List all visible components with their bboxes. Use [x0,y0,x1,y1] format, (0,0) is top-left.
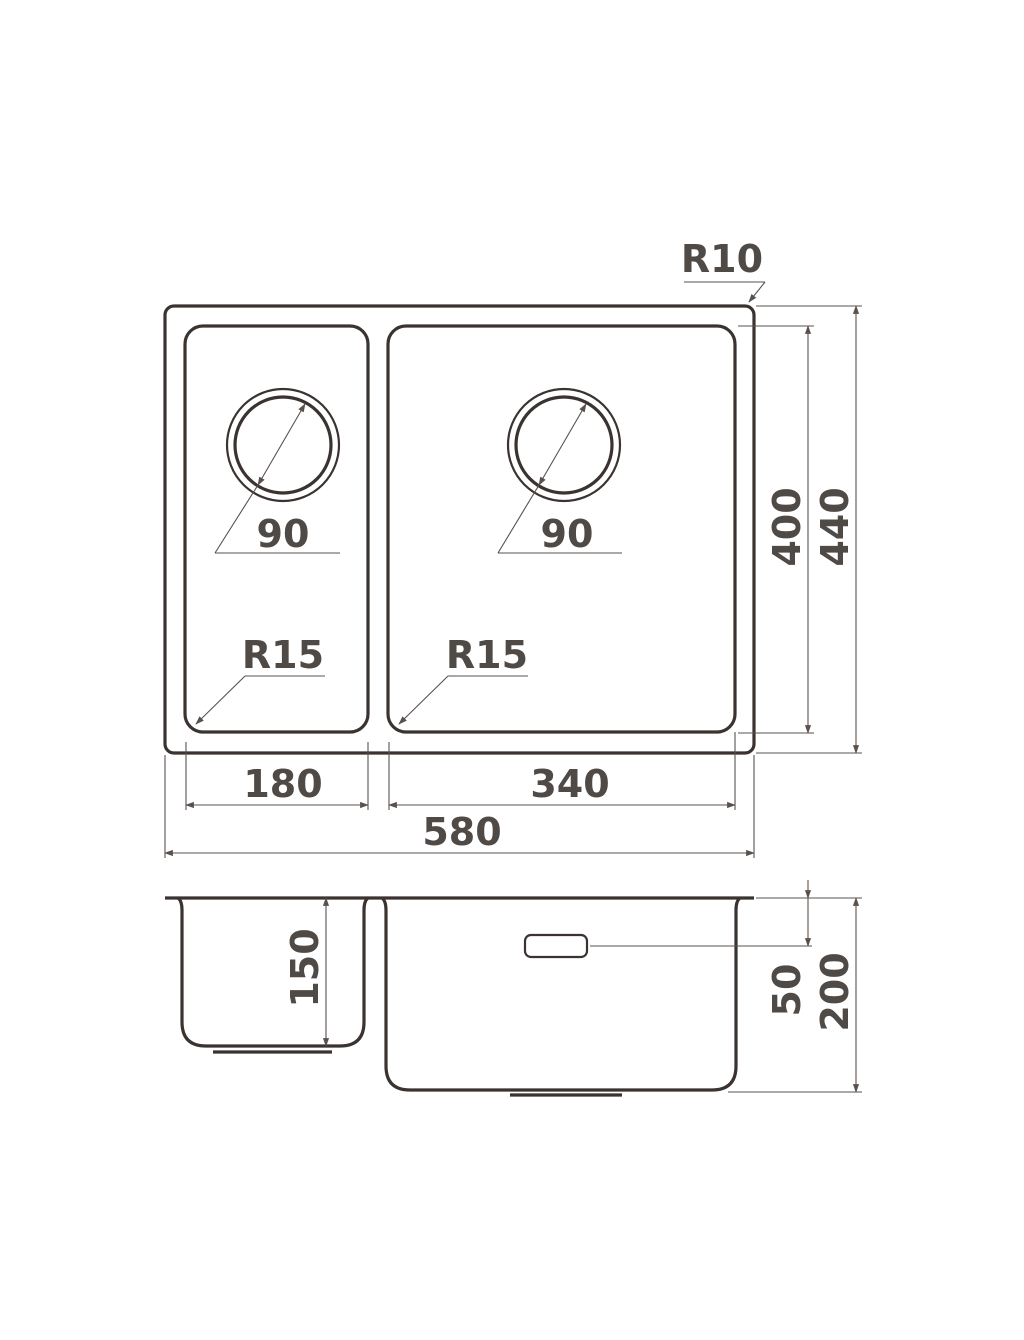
length-extension-lines [738,305,862,754]
large-bowl-corner-radius-label: R15 [446,633,528,677]
small-bowl-corner-radius-label: R15 [242,633,324,677]
large-bowl-radius-leader [398,675,528,725]
small-bowl-section [176,896,370,1048]
small-bowl-depth-label: 150 [283,928,327,1007]
section-view: 150 50 200 [165,880,862,1097]
large-bowl-section [380,896,742,1092]
small-bowl-drain [214,387,341,554]
total-width-label: 580 [422,810,501,854]
rim-corner-radius-label: R10 [681,237,763,281]
width-extension-lines [164,732,755,858]
large-bowl-outline [386,324,737,734]
rim-radius-leader [684,281,766,303]
overflow-slot [523,933,589,959]
plan-view: 90 90 R15 R15 R10 [163,237,862,858]
large-bowl-depth-label: 200 [813,952,857,1031]
small-bowl-outline [183,324,370,734]
total-length-label: 440 [813,487,857,566]
small-drain-diameter-label: 90 [257,512,310,556]
small-bowl-width-label: 180 [243,762,322,806]
large-bowl-drain [497,387,622,554]
overflow-height-label: 50 [765,964,809,1017]
small-bowl-radius-leader [195,675,325,725]
large-drain-diameter-label: 90 [541,512,594,556]
large-bowl-width-label: 340 [530,762,609,806]
sink-outer-rim [163,304,756,755]
bowl-length-label: 400 [765,487,809,566]
